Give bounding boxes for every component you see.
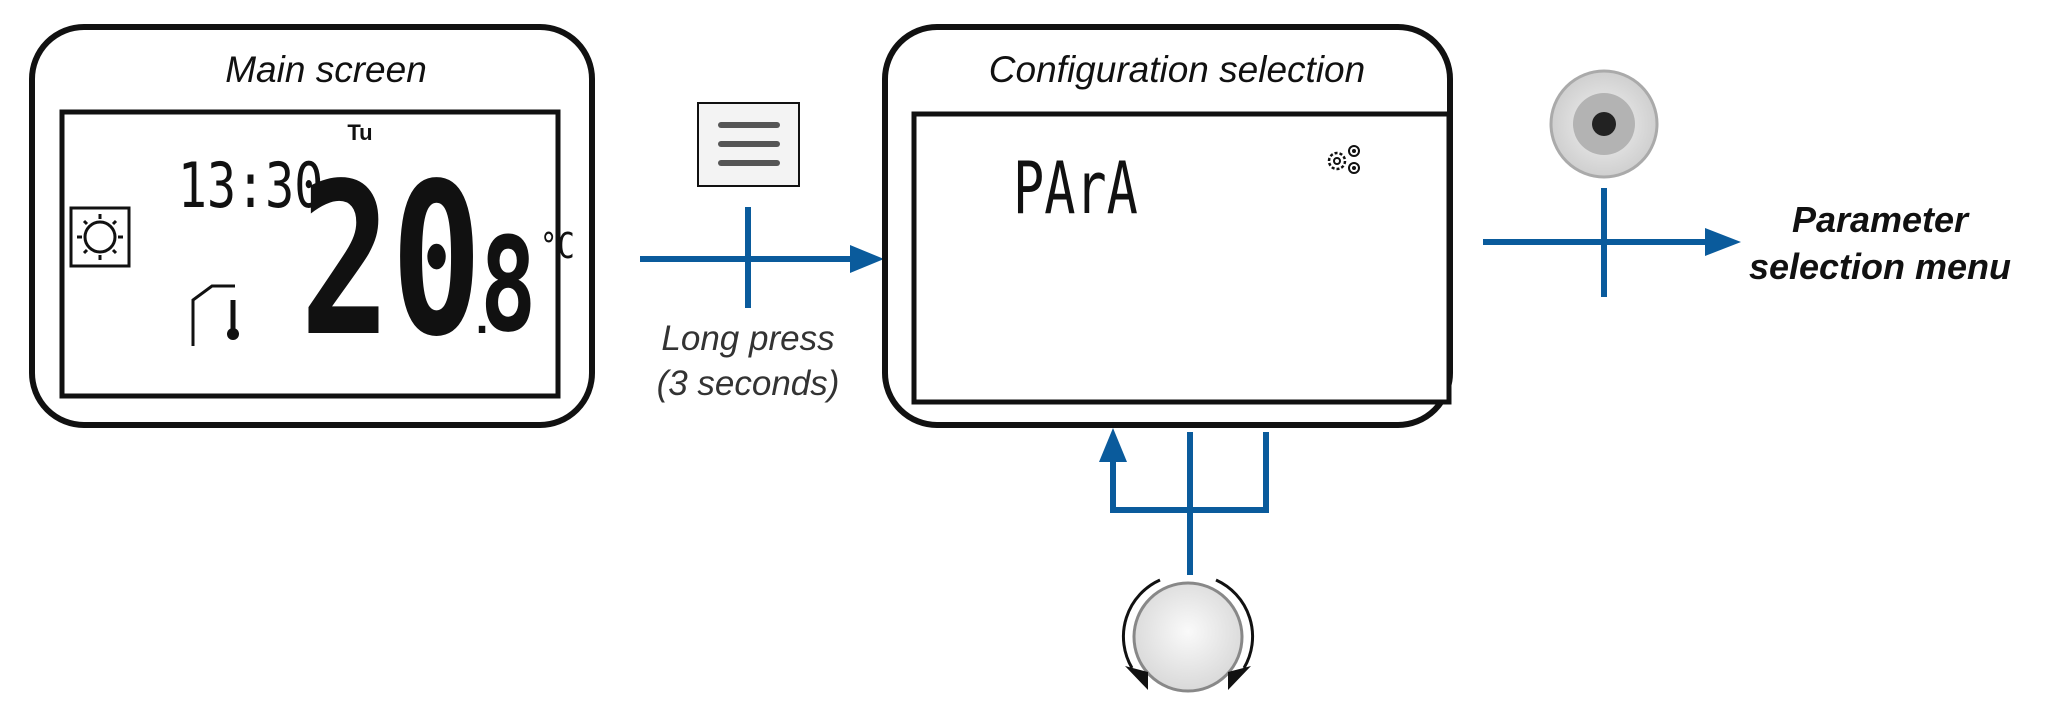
svg-text:.: . <box>470 297 494 343</box>
output-label-line1: Parameter <box>1792 199 1970 240</box>
config-lcd <box>911 111 1452 405</box>
gear-icon <box>1327 145 1360 174</box>
config-screen-device: Configuration selection PArA <box>882 24 1453 428</box>
clock-time: 13:30 <box>178 150 324 222</box>
rotary-loop-arrow <box>1099 428 1269 575</box>
thermometer-icon <box>191 284 239 346</box>
main-screen-device: Main screen 13:30 Tu 20 . 8 °C <box>29 24 595 428</box>
temperature-unit: °C <box>540 225 575 267</box>
weekday-label: Tu <box>347 120 372 145</box>
output-label-line2: selection menu <box>1749 246 2011 287</box>
config-display-text: PArA <box>1013 146 1138 230</box>
rotary-knob-icon[interactable] <box>1121 578 1255 693</box>
main-screen-title: Main screen <box>225 49 427 90</box>
long-press-caption-line2: (3 seconds) <box>657 364 840 403</box>
confirm-arrow <box>1483 188 1741 297</box>
sun-icon <box>69 206 131 268</box>
temperature-decimal: 8 <box>480 209 536 360</box>
main-lcd <box>59 109 561 399</box>
long-press-caption-line1: Long press <box>661 319 834 358</box>
menu-button-icon[interactable] <box>697 102 800 187</box>
config-screen-title: Configuration selection <box>989 49 1365 90</box>
temperature-integer: 20 <box>300 139 482 383</box>
long-press-arrow <box>640 207 884 308</box>
ok-button-icon[interactable] <box>1549 69 1659 179</box>
